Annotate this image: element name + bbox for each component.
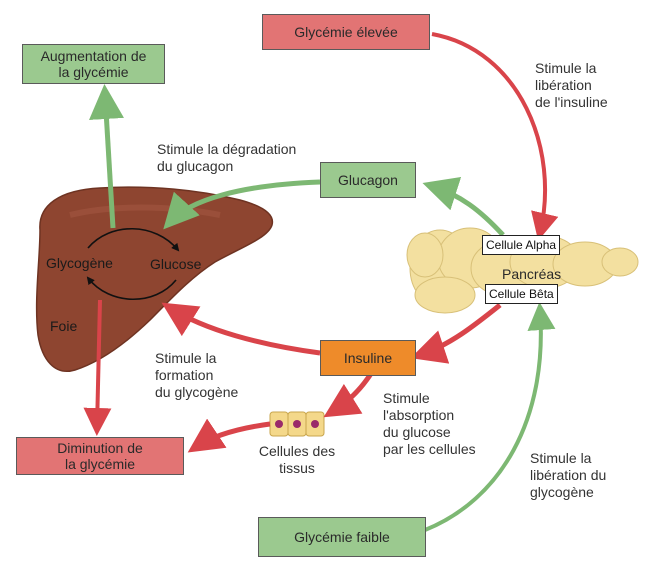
cycle-arrow-top	[87, 228, 180, 252]
box-glycemie-faible: Glycémie faible	[258, 517, 426, 557]
arrow-glucagon-to-liver	[163, 179, 321, 230]
arrow-insuline-to-liver	[161, 302, 321, 356]
text-stimule-formation-glycogene: Stimule la formation du glycogène	[155, 350, 239, 400]
arrow-beta-to-insuline	[410, 303, 502, 364]
box-diminution-glycemie: Diminution de la glycémie	[16, 437, 184, 475]
arrow-low-to-beta	[424, 302, 556, 532]
arrow-insuline-to-cells	[323, 370, 375, 418]
text-stimule-liberation-glycogene: Stimule la libération du glycogène	[530, 450, 607, 500]
text-stimule-degradation-glucagon: Stimule la dégradation du glucagon	[157, 141, 297, 174]
label-cellule-alpha: Cellule Alpha	[482, 235, 561, 255]
text-stimule-liberation-insuline: Stimule la libération de l'insuline	[535, 60, 608, 110]
box-insuline: Insuline	[320, 340, 416, 376]
box-glucagon: Glucagon	[320, 162, 416, 198]
cycle-arrow-bottom	[86, 276, 177, 300]
arrow-high-to-alpha	[431, 32, 559, 241]
text-foie: Foie	[50, 318, 78, 334]
arrow-glycogen-to-augmentation	[89, 84, 124, 229]
arrow-alpha-to-glucagon	[422, 176, 505, 237]
arrow-cells-to-diminution	[187, 418, 271, 453]
box-augmentation-glycemie: Augmentation de la glycémie	[22, 44, 165, 84]
text-stimule-absorption-glucose: Stimule l'absorption du glucose par les …	[383, 390, 476, 457]
box-glycemie-elevee: Glycémie élevée	[262, 14, 430, 50]
text-glycogene: Glycogène	[46, 255, 113, 271]
text-pancreas: Pancréas	[502, 266, 562, 282]
liver-shape	[35, 186, 274, 372]
text-cellules-tissus: Cellules des tissus	[258, 443, 336, 476]
arrow-liver-to-diminution	[83, 299, 112, 436]
text-glucose: Glucose	[150, 256, 202, 272]
tissue-cells	[269, 411, 325, 437]
label-cellule-beta: Cellule Bêta	[485, 284, 558, 304]
liver-highlight	[69, 204, 221, 218]
